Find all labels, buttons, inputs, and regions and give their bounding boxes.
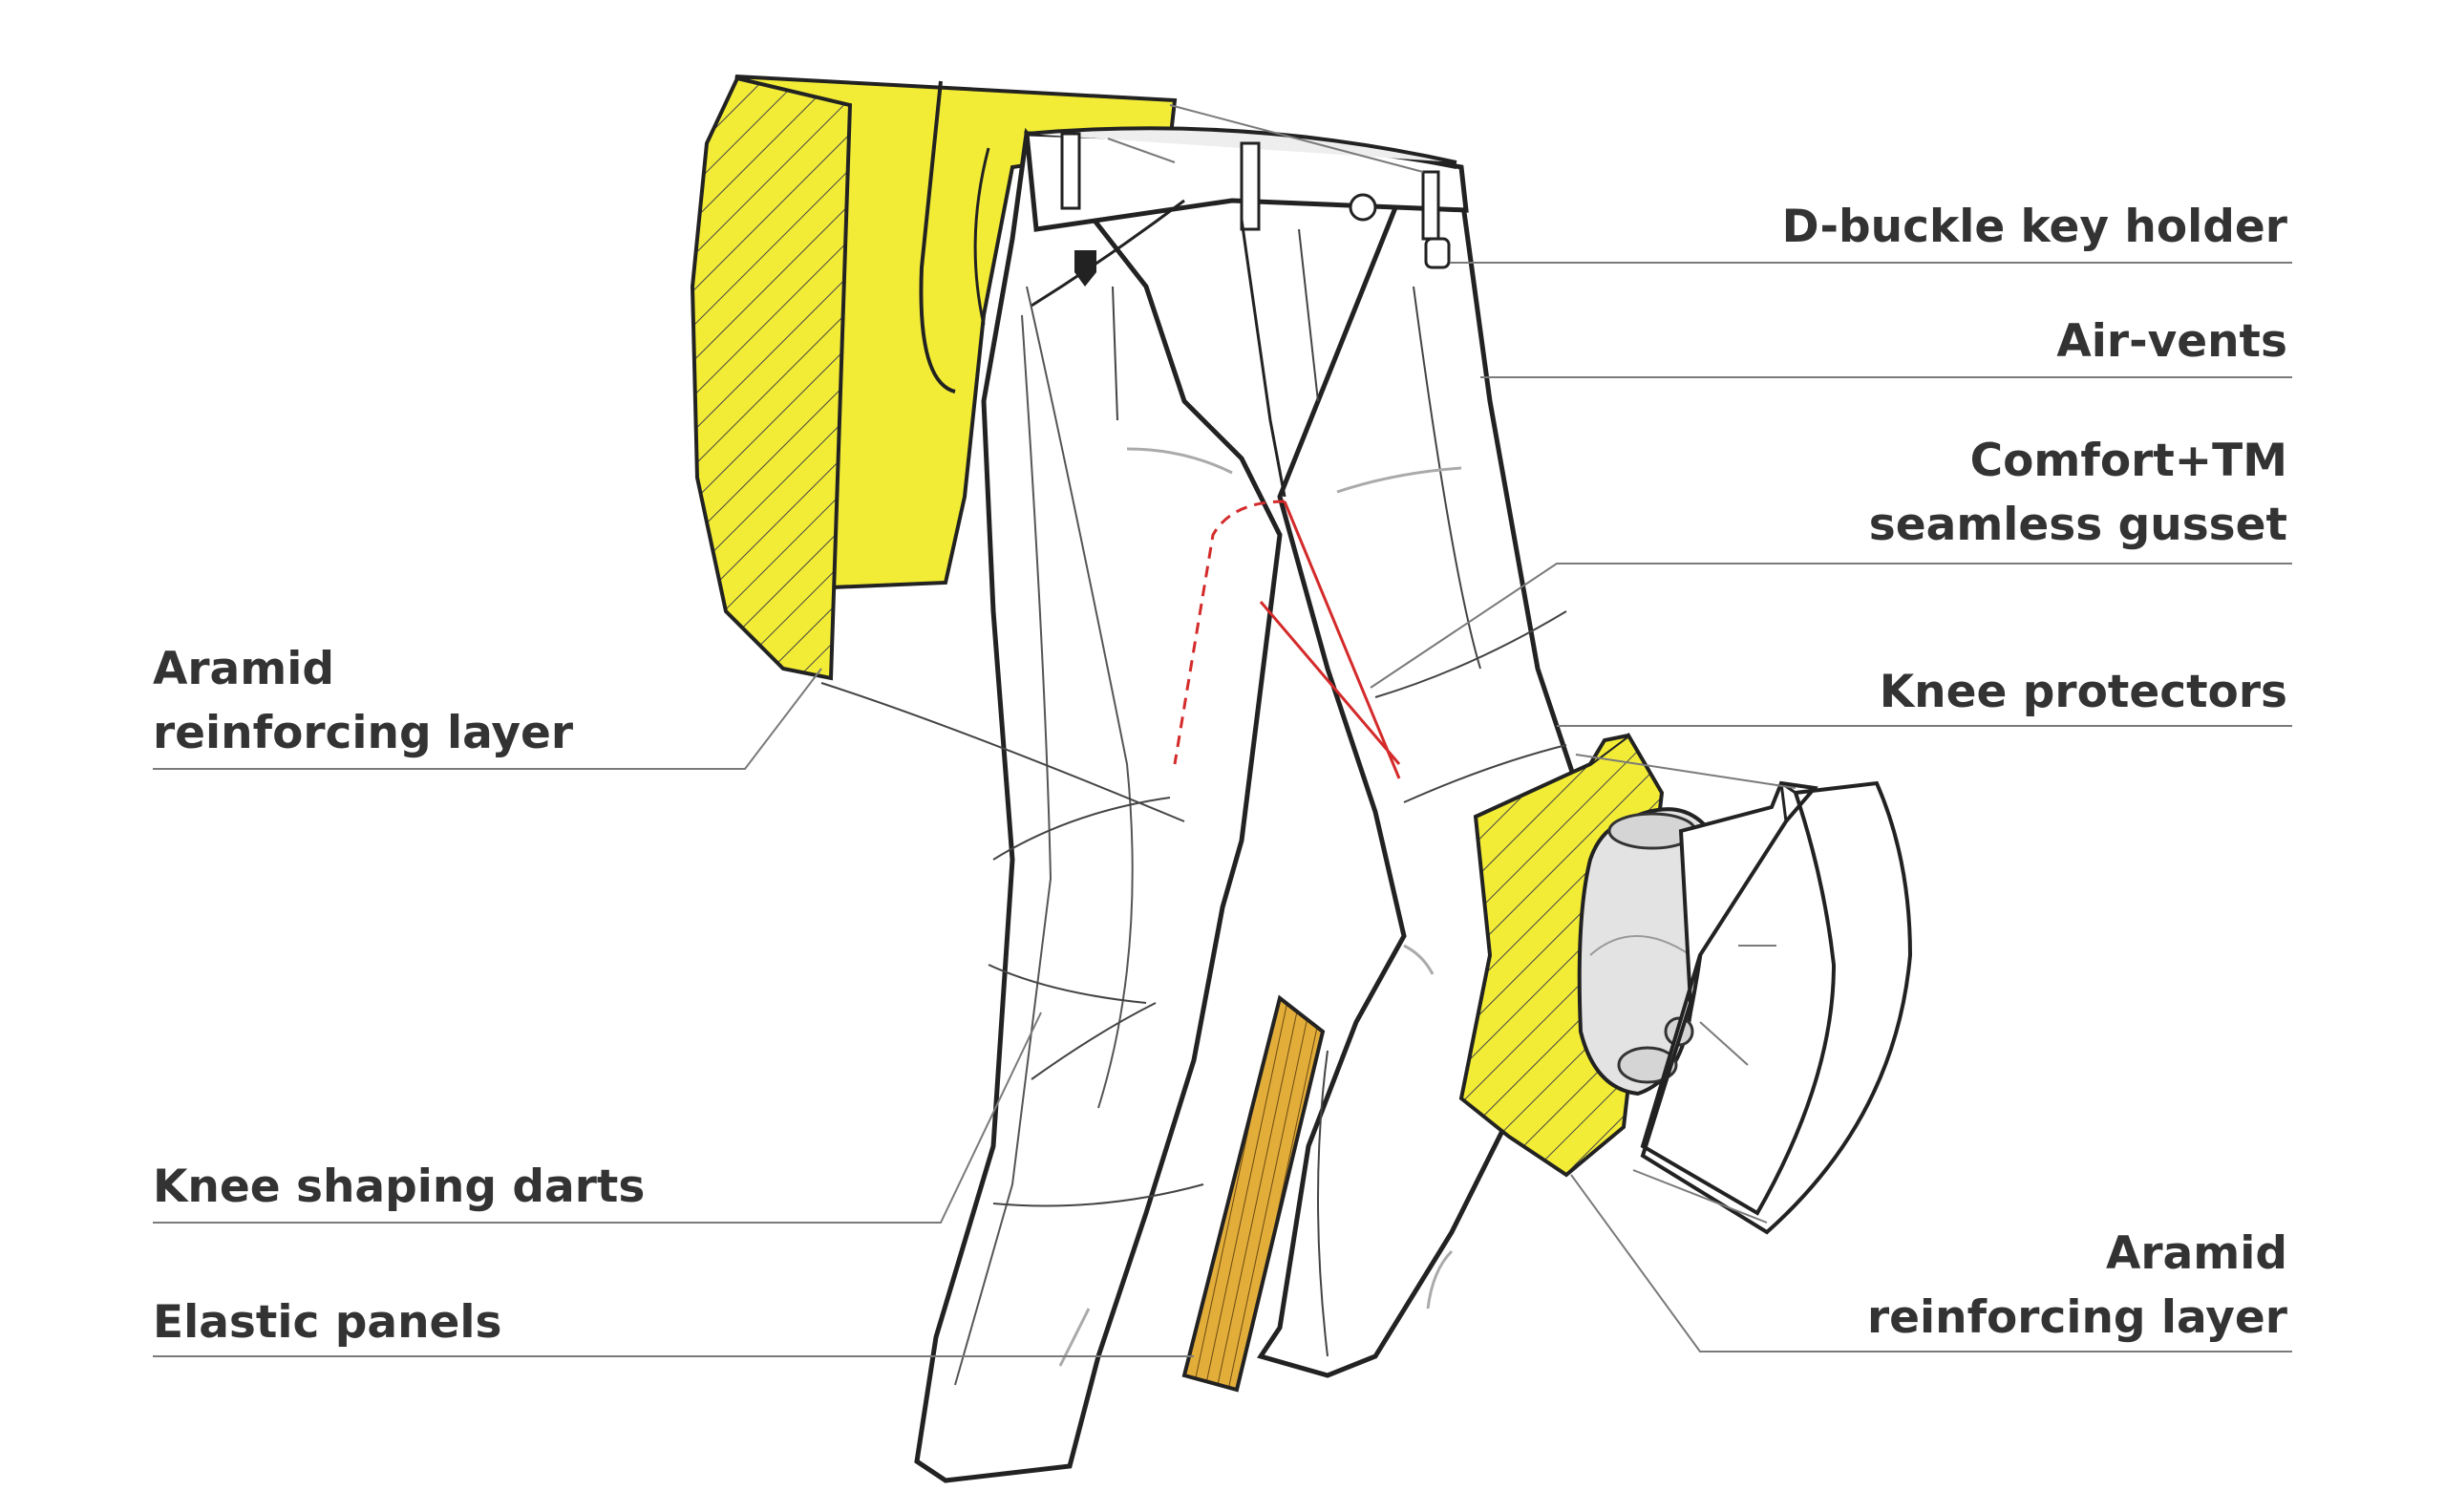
label-elastic-panels: Elastic panels bbox=[153, 1291, 502, 1355]
label-knee-protectors-text: Knee protectors bbox=[1879, 666, 2287, 718]
d-buckle bbox=[1424, 237, 1451, 269]
gusset-seam-solid bbox=[1259, 500, 1401, 779]
leader-aramid-right bbox=[1570, 1174, 2292, 1352]
elastic-panel bbox=[1181, 994, 1326, 1393]
leader-lines bbox=[153, 104, 2292, 1357]
aramid-hip-hatched bbox=[690, 75, 853, 681]
waist-button bbox=[1349, 193, 1377, 222]
label-gusset: Comfort+TM seamless gusset bbox=[1869, 430, 2287, 557]
aramid-hip-layer bbox=[690, 75, 1178, 681]
label-aramid-right: Aramid reinforcing layer bbox=[1867, 1223, 2287, 1350]
pants-left-leg bbox=[914, 127, 1283, 1483]
label-aramid-left-line2: reinforcing layer bbox=[153, 706, 574, 759]
label-elastic-panels-text: Elastic panels bbox=[153, 1296, 502, 1349]
label-knee-protectors: Knee protectors bbox=[1880, 661, 2287, 725]
pants-right-leg bbox=[1257, 159, 1588, 1378]
label-air-vents: Air-vents bbox=[2056, 310, 2287, 374]
leader-gusset bbox=[1370, 563, 2292, 689]
label-d-buckle-text: D-buckle key holder bbox=[1781, 201, 2287, 253]
label-aramid-left-line1: Aramid bbox=[153, 643, 334, 695]
knee-outer-panel bbox=[1640, 780, 1913, 1235]
label-air-vents-text: Air-vents bbox=[2056, 315, 2287, 368]
gusset-seam-dashed bbox=[1173, 500, 1286, 765]
label-aramid-left: Aramid reinforcing layer bbox=[153, 638, 573, 765]
label-knee-darts-text: Knee shaping darts bbox=[153, 1161, 646, 1213]
label-aramid-right-line1: Aramid bbox=[2106, 1227, 2287, 1280]
label-d-buckle-key-holder: D-buckle key holder bbox=[1782, 196, 2287, 260]
label-gusset-line2: seamless gusset bbox=[1868, 498, 2287, 551]
label-gusset-line1: Comfort+TM bbox=[1969, 435, 2287, 487]
label-knee-shaping-darts: Knee shaping darts bbox=[153, 1156, 645, 1220]
knee-exploded-view bbox=[1458, 733, 1913, 1235]
leader-knee-darts bbox=[153, 1012, 1042, 1224]
leader-aramid-left bbox=[153, 668, 822, 770]
label-aramid-right-line2: reinforcing layer bbox=[1866, 1290, 2287, 1344]
